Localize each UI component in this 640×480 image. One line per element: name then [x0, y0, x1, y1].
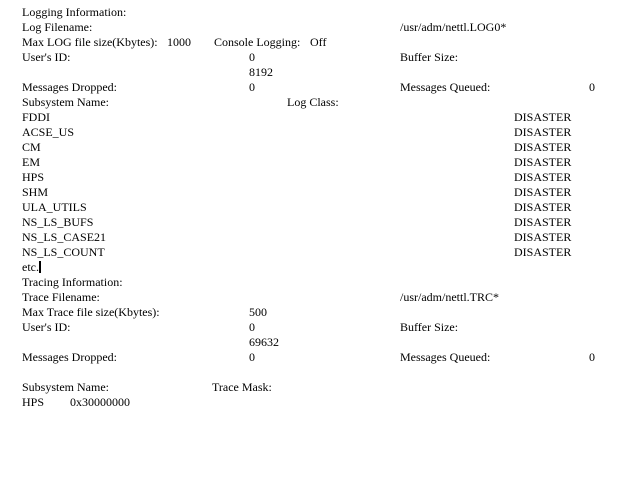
trace-buffer-size-label: Buffer Size: — [400, 320, 459, 334]
subsystem-log-class: DISASTER — [514, 110, 572, 124]
max-trace-size-value: 500 — [249, 305, 267, 319]
log-messages-dropped-value: 0 — [249, 80, 255, 94]
subsystem-name: HPS — [22, 170, 45, 184]
subsystem-log-class: DISASTER — [514, 215, 572, 229]
max-log-size-value: 1000 — [167, 35, 191, 49]
trace-filename-label: Trace Filename: — [22, 290, 100, 304]
log-class-label: Log Class: — [287, 95, 339, 109]
console-logging-label: Console Logging: — [214, 35, 301, 49]
subsystem-name: ULA_UTILS — [22, 200, 87, 214]
max-log-size-label: Max LOG file size(Kbytes): — [22, 35, 158, 49]
log-users-id-label: User's ID: — [22, 50, 71, 64]
max-trace-size-label: Max Trace file size(Kbytes): — [22, 305, 160, 319]
log-buffer-size-value: 8192 — [249, 65, 273, 79]
trace-users-id-label: User's ID: — [22, 320, 71, 334]
subsystem-log-class: DISASTER — [514, 125, 572, 139]
subsystem-log-class: DISASTER — [514, 200, 572, 214]
subsystem-name: EM — [22, 155, 40, 169]
log-buffer-size-label: Buffer Size: — [400, 50, 459, 64]
log-messages-queued-label: Messages Queued: — [400, 80, 491, 94]
log-filename-label: Log Filename: — [22, 20, 93, 34]
trace-users-id-value: 0 — [249, 320, 255, 334]
trace-messages-dropped-value: 0 — [249, 350, 255, 364]
subsystem-log-class: DISASTER — [514, 155, 572, 169]
logging-heading: Logging Information: — [22, 5, 127, 19]
tracing-heading: Tracing Information: — [22, 275, 123, 289]
subsystem-name: ACSE_US — [22, 125, 75, 139]
subsystem-name: SHM — [22, 185, 49, 199]
log-users-id-value: 0 — [249, 50, 255, 64]
text-cursor — [39, 261, 41, 273]
trace-messages-queued-label: Messages Queued: — [400, 350, 491, 364]
etc-text: etc. — [22, 260, 39, 274]
subsystem-log-class: DISASTER — [514, 140, 572, 154]
trace-messages-queued-value: 0 — [589, 350, 595, 364]
subsystem-name: NS_LS_CASE21 — [22, 230, 107, 244]
trace-mask-label: Trace Mask: — [212, 380, 272, 394]
subsystem-log-class: DISASTER — [514, 170, 572, 184]
trace-messages-dropped-label: Messages Dropped: — [22, 350, 117, 364]
log-messages-dropped-label: Messages Dropped: — [22, 80, 117, 94]
log-subsystem-name-label: Subsystem Name: — [22, 95, 109, 109]
subsystem-log-class: DISASTER — [514, 230, 572, 244]
subsystem-name: NS_LS_COUNT — [22, 245, 105, 259]
subsystem-name: FDDI — [22, 110, 51, 124]
trace-filename-value: /usr/adm/nettl.TRC* — [400, 290, 499, 304]
subsystem-log-class: DISASTER — [514, 185, 572, 199]
console-logging-value: Off — [310, 35, 327, 49]
trace-subsystem-name-value: HPS — [22, 395, 45, 409]
subsystem-name: CM — [22, 140, 41, 154]
log-messages-queued-value: 0 — [589, 80, 595, 94]
log-filename-value: /usr/adm/nettl.LOG0* — [400, 20, 507, 34]
trace-mask-value: 0x30000000 — [70, 395, 130, 409]
trace-subsystem-name-label: Subsystem Name: — [22, 380, 109, 394]
trace-buffer-size-value: 69632 — [249, 335, 279, 349]
subsystem-log-class: DISASTER — [514, 245, 572, 259]
subsystem-name: NS_LS_BUFS — [22, 215, 94, 229]
